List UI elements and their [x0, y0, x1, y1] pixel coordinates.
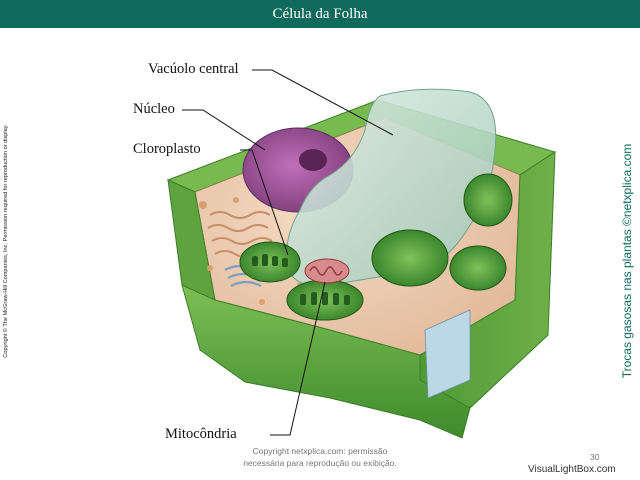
chloroplasts [239, 173, 513, 321]
watermark: VisualLightBox.com [528, 464, 616, 475]
nucleolus [299, 149, 327, 171]
label-chloroplast: Cloroplasto [133, 141, 201, 157]
thylakoid-stacks [252, 254, 350, 305]
cell-wall-front [181, 284, 471, 439]
mitochondrion-cristae [309, 266, 343, 276]
page-number: 30 [590, 452, 600, 462]
label-nucleus: Núcleo [133, 101, 175, 117]
mitochondrion [304, 258, 350, 284]
footer-copyright: Copyright netxplica.com: permissão neces… [200, 445, 440, 469]
page-title: Célula da Folha [272, 5, 368, 22]
label-mitochondrion: Mitocôndria [165, 426, 237, 442]
leader-lines [182, 69, 394, 436]
label-vacuole: Vacúolo central [148, 61, 239, 77]
title-bar: Célula da Folha [0, 0, 640, 28]
footer-line-1: Copyright netxplica.com: permissão [252, 446, 388, 456]
footer-line-2: necessária para reprodução ou exibição. [243, 458, 397, 468]
wall-pane [424, 309, 471, 399]
